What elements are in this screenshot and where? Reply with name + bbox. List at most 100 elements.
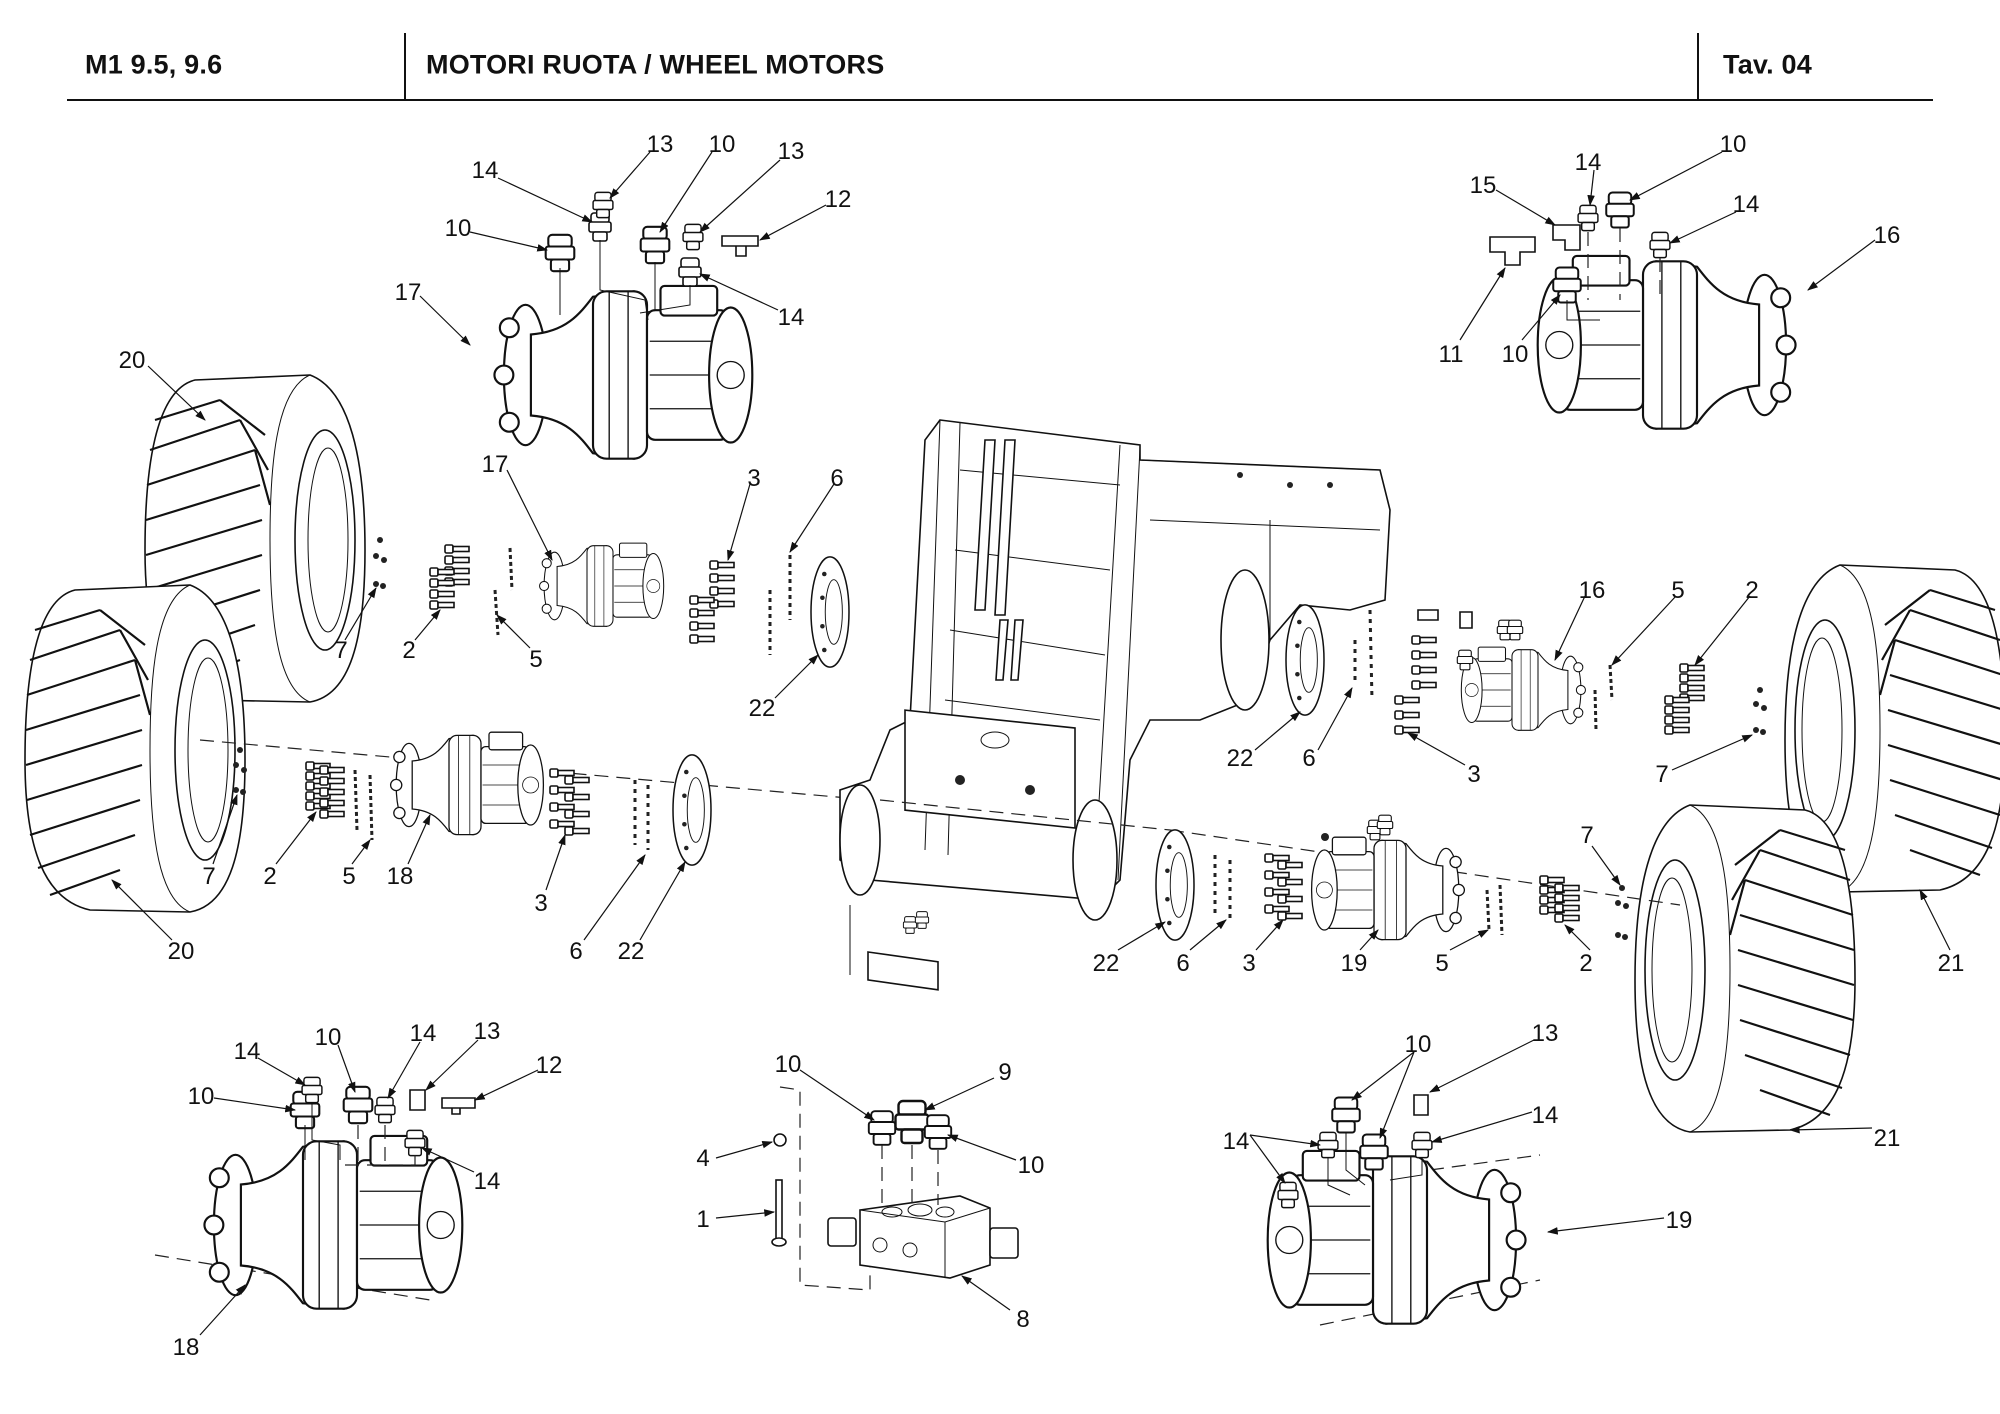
callout: 6: [1302, 745, 1315, 772]
fitting-14: [301, 1076, 323, 1104]
callout: 9: [998, 1059, 1011, 1086]
callout: 10: [315, 1024, 342, 1051]
callout: 18: [387, 863, 414, 890]
mid-right-hardware: [1285, 604, 1767, 735]
fitting-9: [894, 1099, 930, 1145]
callout: 12: [536, 1052, 563, 1079]
motor-19-detail: [1266, 1094, 1541, 1326]
fitting-10: [544, 233, 576, 273]
callout: 5: [1671, 577, 1684, 604]
motor-16-small: [1460, 646, 1586, 731]
callout: 13: [647, 131, 674, 158]
fitting-14: [374, 1096, 396, 1124]
callout: 5: [1435, 950, 1448, 977]
fitting-10: [1331, 1096, 1361, 1134]
elbow-fitting-15: [1552, 224, 1581, 251]
callout: 20: [168, 938, 195, 965]
callout: 17: [482, 451, 509, 478]
model-label: M1 9.5, 9.6: [85, 49, 223, 80]
callout: 21: [1938, 950, 1965, 977]
page-title: MOTORI RUOTA / WHEEL MOTORS: [426, 49, 885, 80]
callout: 14: [778, 304, 805, 331]
fitting-14: [1649, 231, 1671, 259]
callout: 14: [1532, 1102, 1559, 1129]
callout: 7: [1580, 822, 1593, 849]
bolts-2: [1539, 875, 1580, 923]
fitting-10: [342, 1085, 374, 1125]
callout: 5: [342, 863, 355, 890]
bolts-2: [1664, 663, 1705, 735]
callout: 17: [395, 279, 422, 306]
chassis-hub-front-left: [839, 784, 881, 896]
leader-lines: [111, 151, 1951, 1336]
callout: 22: [1227, 745, 1254, 772]
fitting-10: [1605, 191, 1635, 229]
callout: 1: [696, 1206, 709, 1233]
valve-block-small: [849, 905, 939, 991]
callout-labels: 13 10 14 13 12 10 17 14 14 10 15 14 16 1…: [119, 131, 1965, 1361]
callout: 16: [1579, 577, 1606, 604]
fitting-14: [1411, 1131, 1433, 1159]
flange-disc-22: [672, 754, 712, 866]
fitting-14: [404, 1129, 426, 1157]
callout: 8: [1016, 1306, 1029, 1333]
callout: 11: [1439, 341, 1464, 368]
callout: 22: [1093, 950, 1120, 977]
callout: 15: [1470, 172, 1497, 199]
motor-18-small: [389, 731, 545, 836]
fitting-10: [923, 1114, 953, 1150]
callout: 14: [1733, 191, 1760, 218]
callout: 6: [569, 938, 582, 965]
callout: 10: [445, 215, 472, 242]
table-number: Tav. 04: [1723, 49, 1812, 80]
callout: 3: [1467, 761, 1480, 788]
callout: 7: [334, 637, 347, 664]
chassis-hub-front-right: [1072, 799, 1118, 921]
callout: 10: [1018, 1152, 1045, 1179]
callout: 14: [1575, 149, 1602, 176]
motor-16-detail: [1489, 191, 1797, 430]
callout: 14: [410, 1020, 437, 1047]
tee-fitting-12: [441, 1097, 476, 1115]
bolts-3: [549, 768, 590, 836]
callout: 13: [474, 1018, 501, 1045]
callout: 2: [1745, 577, 1758, 604]
lower-right-hardware: [1155, 814, 1629, 941]
fitting-14: [678, 257, 702, 287]
nut-4: [773, 1133, 787, 1147]
tire-21-lower: [1633, 803, 1857, 1134]
callout: 13: [778, 138, 805, 165]
chassis-frame: [839, 419, 1681, 921]
callout: 14: [234, 1038, 261, 1065]
mid-left-hardware: [373, 537, 850, 668]
flange-disc-22: [1285, 604, 1325, 716]
fitting-14: [1577, 204, 1599, 232]
bolts-2: [429, 544, 470, 610]
elbow-fitting-13: [409, 1089, 426, 1111]
fitting-10: [639, 225, 671, 265]
callout: 7: [1655, 761, 1668, 788]
callout: 10: [1405, 1031, 1432, 1058]
callout: 2: [402, 637, 415, 664]
bolts-3: [1394, 635, 1437, 735]
callout: 3: [1242, 950, 1255, 977]
header-rule: [67, 99, 1933, 101]
callout: 6: [830, 465, 843, 492]
lower-left-hardware: [199, 731, 871, 866]
callout: 5: [529, 646, 542, 673]
motor-17-detail: [493, 191, 759, 460]
callout: 10: [1720, 131, 1747, 158]
elbow-fitting-13: [1413, 1094, 1429, 1116]
bolts-3: [1264, 853, 1303, 921]
callout: 2: [1579, 950, 1592, 977]
fitting-14: [1277, 1181, 1299, 1209]
fitting-13: [592, 191, 614, 219]
motor-19-small: [1310, 836, 1466, 941]
fitting-13: [682, 223, 704, 251]
fitting-14: [1317, 1131, 1339, 1159]
header-divider-left: [404, 33, 406, 100]
callout: 3: [747, 465, 760, 492]
solenoid-left: [827, 1217, 857, 1247]
callout: 12: [825, 186, 852, 213]
